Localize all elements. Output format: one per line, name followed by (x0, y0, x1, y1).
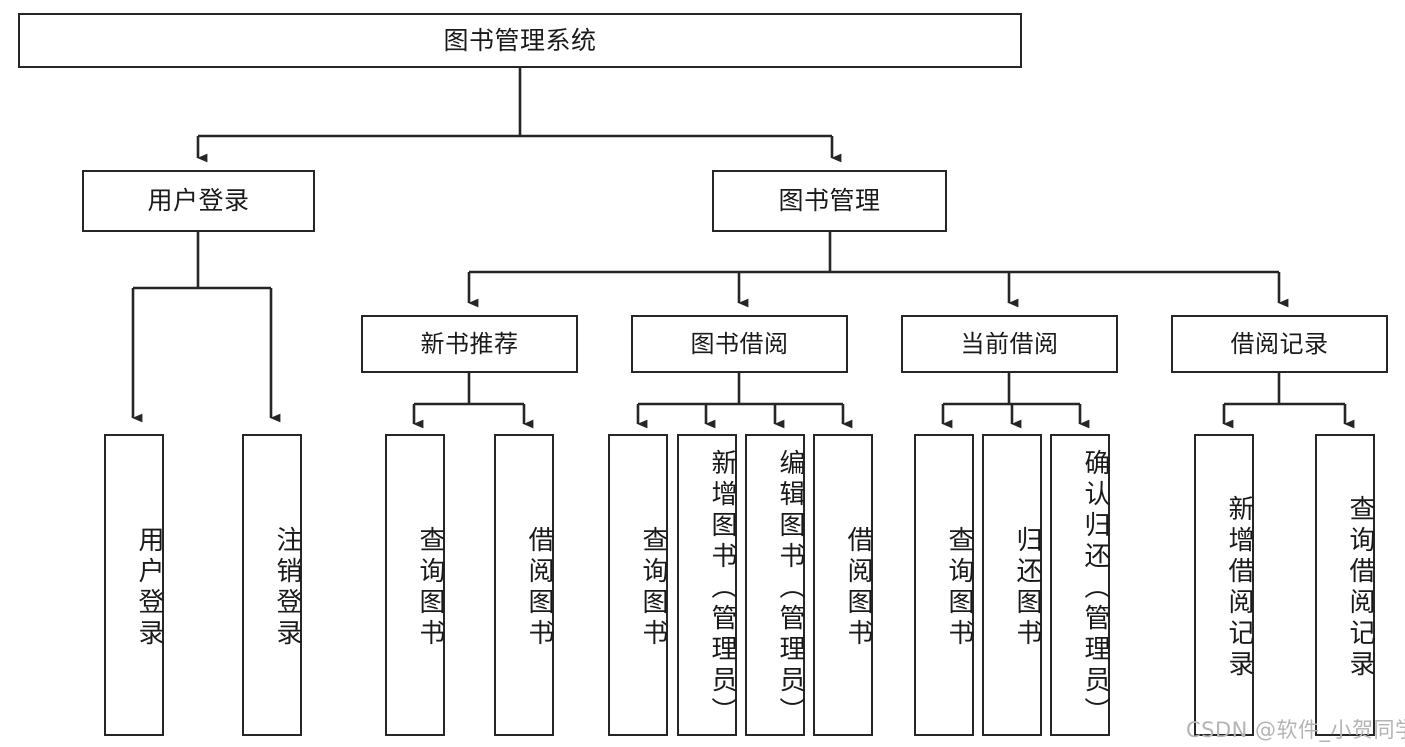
node-label: 查询借阅记录 (1345, 495, 1375, 681)
node-leaf-query-books-borrow[interactable]: 查询图书 (608, 434, 668, 736)
node-label: 确认归还（管理员） (1080, 448, 1110, 728)
node-leaf-add-book-admin[interactable]: 新增图书（管理员） (677, 434, 737, 736)
node-leaf-edit-book-admin[interactable]: 编辑图书（管理员） (745, 434, 805, 736)
node-label: 查询图书 (638, 526, 668, 650)
node-book-management[interactable]: 图书管理 (712, 170, 947, 232)
node-label: 借阅图书 (524, 526, 554, 650)
node-leaf-borrow-books[interactable]: 借阅图书 (813, 434, 873, 736)
node-label: 编辑图书（管理员） (775, 448, 805, 728)
node-book-borrow[interactable]: 图书借阅 (631, 315, 848, 373)
node-label: 借阅图书 (843, 526, 873, 650)
node-new-book-recommendation[interactable]: 新书推荐 (361, 315, 578, 373)
node-label: 注销登录 (272, 526, 302, 650)
node-user-login[interactable]: 用户登录 (82, 170, 315, 232)
csdn-watermark: CSDN @软件_小贺同学 (1186, 718, 1405, 742)
node-borrow-records[interactable]: 借阅记录 (1171, 315, 1388, 373)
node-leaf-user-login[interactable]: 用户登录 (104, 434, 164, 736)
node-label: 用户登录 (134, 526, 164, 650)
node-current-borrow[interactable]: 当前借阅 (901, 315, 1118, 373)
node-root-book-management-system[interactable]: 图书管理系统 (18, 13, 1022, 68)
node-leaf-borrow-books-recommend[interactable]: 借阅图书 (494, 434, 554, 736)
node-leaf-return-books[interactable]: 归还图书 (982, 434, 1042, 736)
node-leaf-confirm-return-admin[interactable]: 确认归还（管理员） (1050, 434, 1110, 736)
node-label: 借阅记录 (1230, 329, 1329, 358)
node-label: 用户登录 (147, 186, 250, 216)
node-label: 图书借阅 (690, 329, 789, 358)
node-label: 新增借阅记录 (1224, 495, 1254, 681)
node-label: 查询图书 (415, 526, 445, 650)
node-label: 查询图书 (944, 526, 974, 650)
node-leaf-query-borrow-record[interactable]: 查询借阅记录 (1315, 434, 1375, 736)
node-label: 当前借阅 (960, 329, 1059, 358)
node-label: 图书管理系统 (443, 25, 597, 55)
node-leaf-add-borrow-record[interactable]: 新增借阅记录 (1194, 434, 1254, 736)
node-leaf-query-books-recommend[interactable]: 查询图书 (385, 434, 445, 736)
node-label: 新增图书（管理员） (707, 448, 737, 728)
node-label: 新书推荐 (420, 329, 519, 358)
node-label: 图书管理 (778, 186, 881, 216)
node-leaf-logout[interactable]: 注销登录 (242, 434, 302, 736)
node-label: 归还图书 (1012, 526, 1042, 650)
node-leaf-query-books-current[interactable]: 查询图书 (914, 434, 974, 736)
